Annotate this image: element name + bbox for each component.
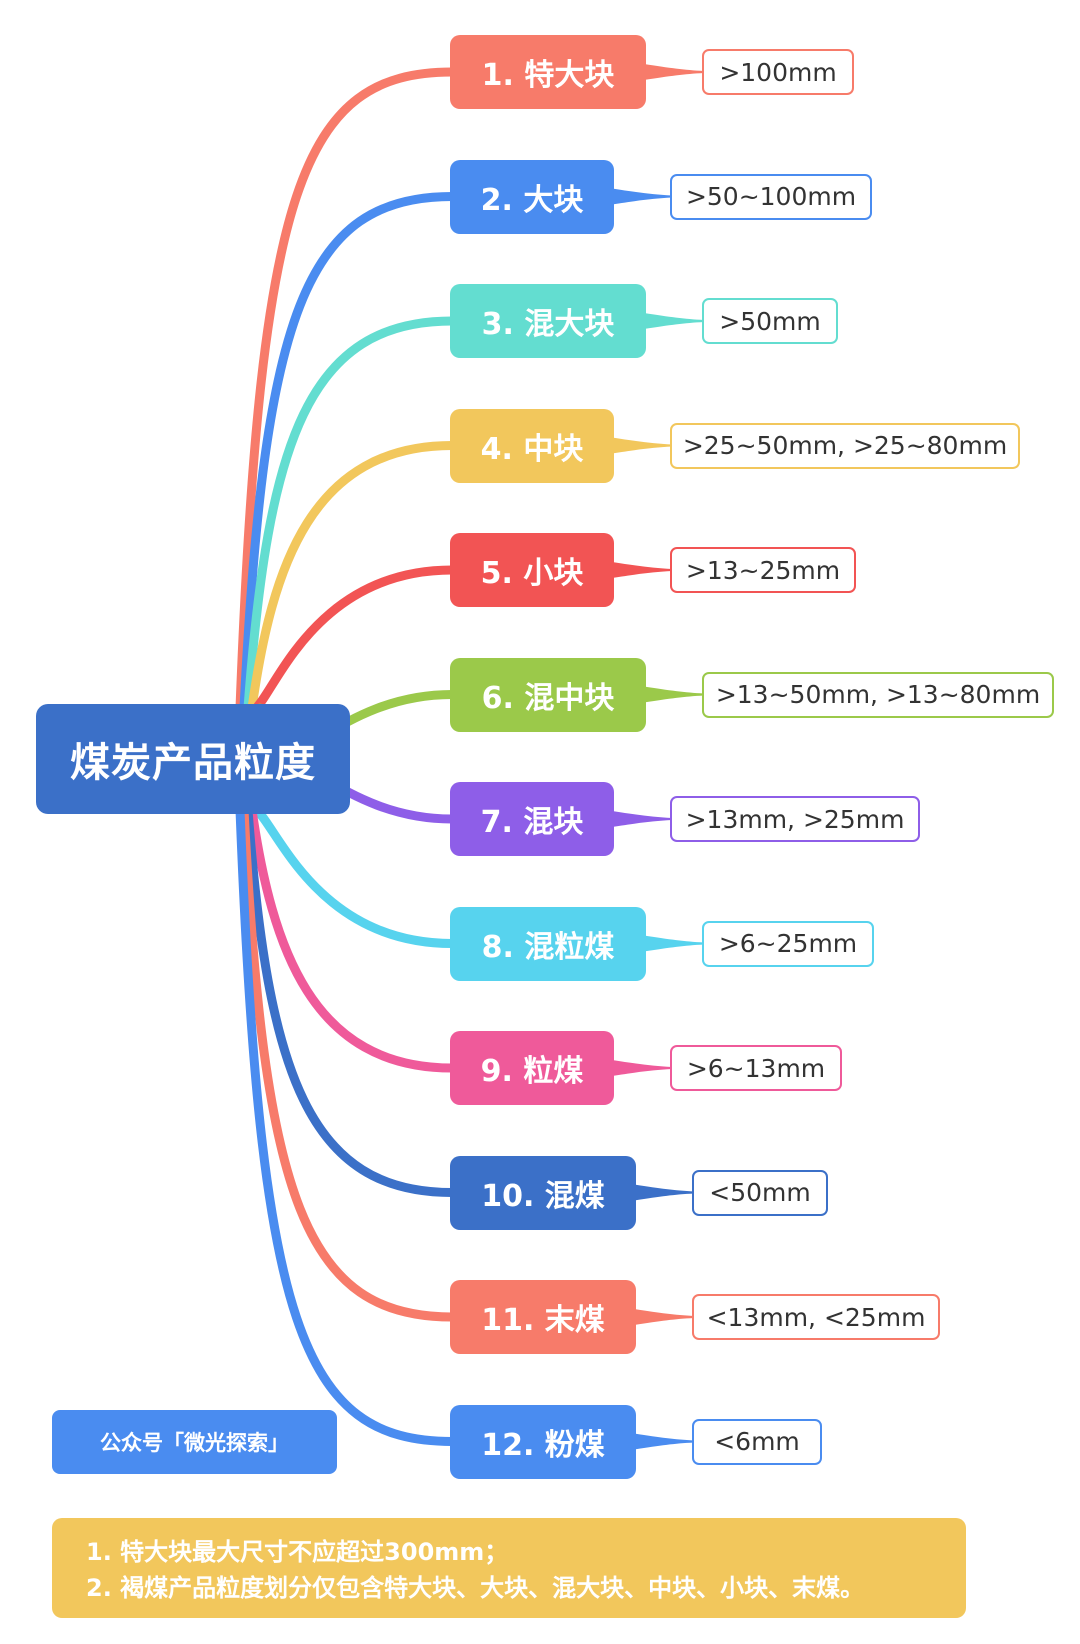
branch-spec-7[interactable]: >13mm, >25mm bbox=[670, 796, 920, 842]
branch-spec-5[interactable]: >13~25mm bbox=[670, 547, 856, 593]
connector-root-to-branch-11 bbox=[239, 805, 457, 1322]
branch-spec-3[interactable]: >50mm bbox=[702, 298, 838, 344]
branch-spec-10[interactable]: <50mm bbox=[692, 1169, 828, 1216]
notes-box: 1. 特大块最大尺寸不应超过300mm； 2. 褐煤产品粒度划分仅包含特大块、大… bbox=[52, 1518, 966, 1618]
connector-root-to-branch-2 bbox=[239, 192, 457, 713]
connector-branch-to-spec-9 bbox=[612, 1060, 672, 1076]
connector-root-to-branch-8 bbox=[251, 805, 457, 948]
connector-root-to-branch-1 bbox=[235, 67, 457, 713]
root-node[interactable]: 煤炭产品粒度 bbox=[36, 704, 350, 814]
connector-branch-to-spec-5 bbox=[612, 562, 672, 578]
connector-branch-to-spec-12 bbox=[634, 1433, 694, 1450]
branch-spec-1[interactable]: >100mm bbox=[702, 49, 854, 95]
branch-node-2[interactable]: 2. 大块 bbox=[450, 159, 614, 234]
source-badge: 公众号「微光探索」 bbox=[52, 1410, 337, 1474]
branch-node-5[interactable]: 5. 小块 bbox=[450, 533, 614, 607]
branch-node-12[interactable]: 12. 粉煤 bbox=[450, 1404, 636, 1479]
connector-branch-to-spec-3 bbox=[644, 313, 704, 329]
branch-node-1[interactable]: 1. 特大块 bbox=[450, 35, 646, 109]
branch-node-7[interactable]: 7. 混块 bbox=[450, 782, 614, 856]
branch-node-11[interactable]: 11. 末煤 bbox=[450, 1280, 636, 1354]
branch-node-8[interactable]: 8. 混粒煤 bbox=[450, 906, 646, 981]
branch-node-6[interactable]: 6. 混中块 bbox=[450, 657, 646, 732]
connector-branch-to-spec-8 bbox=[644, 935, 704, 952]
connector-branch-to-spec-7 bbox=[612, 811, 672, 827]
connector-root-to-branch-9 bbox=[247, 805, 457, 1073]
connector-branch-to-spec-4 bbox=[612, 437, 672, 454]
connector-root-to-branch-4 bbox=[247, 441, 457, 713]
branch-spec-2[interactable]: >50~100mm bbox=[670, 173, 872, 220]
connector-root-to-branch-10 bbox=[243, 805, 457, 1197]
connector-branch-to-spec-2 bbox=[612, 188, 672, 205]
branch-spec-8[interactable]: >6~25mm bbox=[702, 920, 874, 967]
connector-root-to-branch-3 bbox=[243, 316, 457, 713]
branch-node-10[interactable]: 10. 混煤 bbox=[450, 1155, 636, 1230]
branch-spec-6[interactable]: >13~50mm, >13~80mm bbox=[702, 671, 1054, 718]
branch-node-3[interactable]: 3. 混大块 bbox=[450, 284, 646, 358]
note-line-1: 1. 特大块最大尺寸不应超过300mm； bbox=[86, 1538, 509, 1566]
branch-node-4[interactable]: 4. 中块 bbox=[450, 408, 614, 483]
branch-spec-4[interactable]: >25~50mm, >25~80mm bbox=[670, 422, 1020, 469]
connector-branch-to-spec-10 bbox=[634, 1184, 694, 1201]
branch-node-9[interactable]: 9. 粒煤 bbox=[450, 1031, 614, 1105]
connector-branch-to-spec-11 bbox=[634, 1309, 694, 1325]
connector-branch-to-spec-1 bbox=[644, 64, 704, 80]
branch-spec-11[interactable]: <13mm, <25mm bbox=[692, 1294, 940, 1340]
note-line-2: 2. 褐煤产品粒度划分仅包含特大块、大块、混大块、中块、小块、末煤。 bbox=[86, 1574, 865, 1602]
connector-root-to-branch-12 bbox=[235, 805, 457, 1446]
branch-spec-9[interactable]: >6~13mm bbox=[670, 1045, 842, 1091]
connector-root-to-branch-5 bbox=[251, 565, 457, 713]
connector-branch-to-spec-6 bbox=[644, 686, 704, 703]
branch-spec-12[interactable]: <6mm bbox=[692, 1418, 822, 1465]
